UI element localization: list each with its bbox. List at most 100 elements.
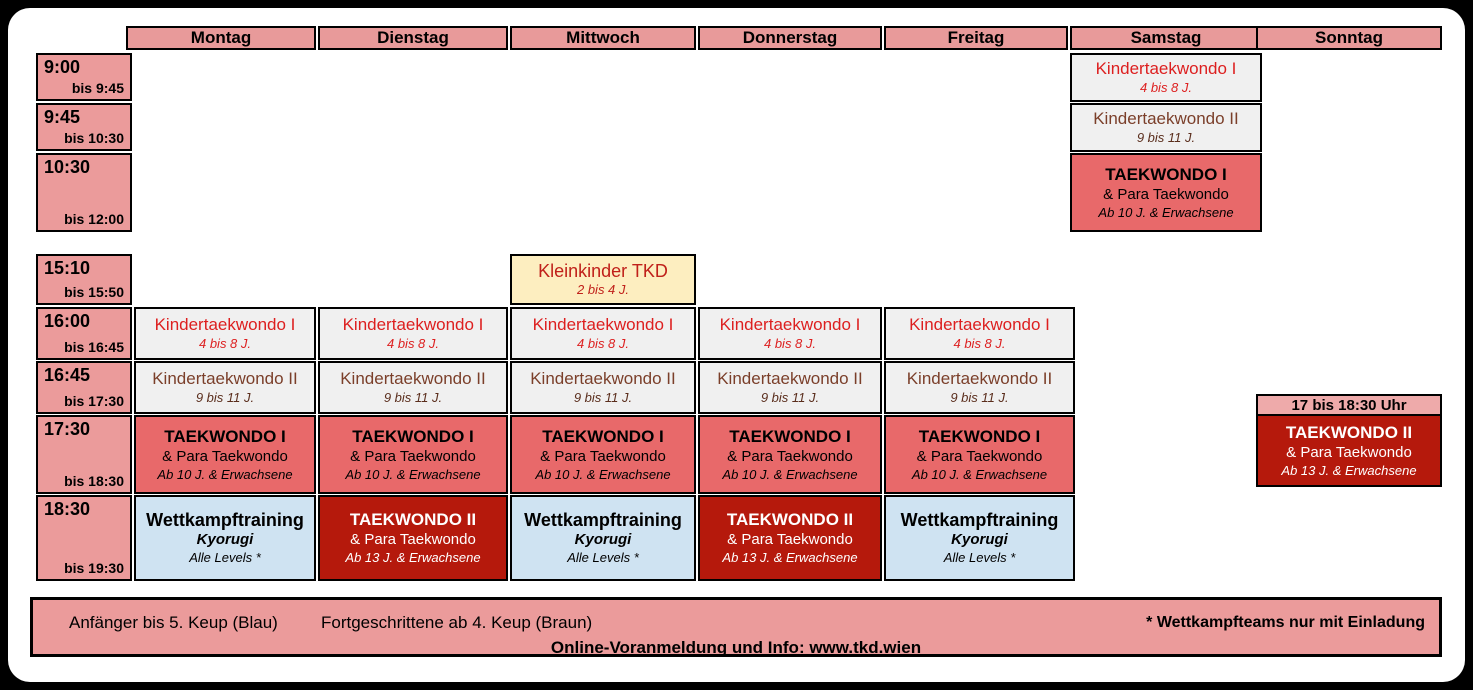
class-cell-montag-1730[interactable]: TAEKWONDO I & Para Taekwondo Ab 10 J. & … <box>134 415 316 494</box>
class-title: Kleinkinder TKD <box>538 261 668 281</box>
class-age: Ab 10 J. & Erwachsene <box>345 466 481 482</box>
class-cell-montag-1830[interactable]: Wettkampftraining Kyorugi Alle Levels * <box>134 495 316 581</box>
time-from: 16:00 <box>44 311 91 331</box>
time-to: bis 17:30 <box>64 393 124 409</box>
class-title: Kindertaekwondo I <box>719 315 861 334</box>
day-header-sonntag: Sonntag <box>1256 26 1442 50</box>
class-sub: Kyorugi <box>196 531 254 548</box>
class-sub: & Para Taekwondo <box>727 447 853 465</box>
class-age: Ab 10 J. & Erwachsene <box>535 466 671 482</box>
footer-note-right: * Wettkampfteams nur mit Einladung <box>1146 614 1425 631</box>
class-title: TAEKWONDO II <box>1285 422 1413 442</box>
day-header-label: Freitag <box>947 28 1005 47</box>
time-slot-1730: 17:30 bis 18:30 <box>36 415 132 494</box>
class-title: TAEKWONDO I <box>729 426 851 446</box>
class-cell-donnerstag-1830[interactable]: TAEKWONDO II & Para Taekwondo Ab 13 J. &… <box>698 495 882 581</box>
class-title: Wettkampftraining <box>900 510 1059 530</box>
class-age: 4 bis 8 J. <box>198 336 252 351</box>
class-sub: & Para Taekwondo <box>350 531 476 548</box>
class-sub: & Para Taekwondo <box>350 447 476 465</box>
class-age: 9 bis 11 J. <box>383 390 443 405</box>
time-from: 9:00 <box>44 57 81 77</box>
class-cell-mittwoch-1600[interactable]: Kindertaekwondo I 4 bis 8 J. <box>510 307 696 360</box>
class-title: TAEKWONDO I <box>542 426 664 446</box>
class-title: Kindertaekwondo I <box>1095 59 1237 78</box>
class-age: 2 bis 4 J. <box>576 282 630 297</box>
class-cell-dienstag-1600[interactable]: Kindertaekwondo I 4 bis 8 J. <box>318 307 508 360</box>
class-title: Kindertaekwondo II <box>152 369 298 388</box>
class-title: TAEKWONDO I <box>1105 164 1227 184</box>
class-title: TAEKWONDO I <box>164 426 286 446</box>
class-age: Alle Levels * <box>189 550 261 565</box>
class-cell-montag-1645[interactable]: Kindertaekwondo II 9 bis 11 J. <box>134 361 316 414</box>
class-age: Ab 10 J. & Erwachsene <box>911 466 1048 482</box>
class-age: Ab 10 J. & Erwachsene <box>722 466 858 482</box>
side-box-time-label: 17 bis 18:30 Uhr <box>1256 394 1442 416</box>
class-cell-mittwoch-1830[interactable]: Wettkampftraining Kyorugi Alle Levels * <box>510 495 696 581</box>
day-header-freitag: Freitag <box>884 26 1068 50</box>
time-slot-1030: 10:30 bis 12:00 <box>36 153 132 232</box>
side-info-box[interactable]: 17 bis 18:30 Uhr TAEKWONDO II & Para Tae… <box>1256 394 1442 487</box>
class-age: Alle Levels * <box>943 550 1016 565</box>
day-header-label: Samstag <box>1130 28 1202 47</box>
day-header-label: Mittwoch <box>566 28 640 47</box>
time-from: 15:10 <box>44 258 91 278</box>
class-title: TAEKWONDO I <box>918 426 1041 446</box>
class-cell-samstag-1030[interactable]: TAEKWONDO I & Para Taekwondo Ab 10 J. & … <box>1070 153 1262 232</box>
class-cell-mittwoch-1645[interactable]: Kindertaekwondo II 9 bis 11 J. <box>510 361 696 414</box>
time-slot-1830: 18:30 bis 19:30 <box>36 495 132 581</box>
class-cell-dienstag-1730[interactable]: TAEKWONDO I & Para Taekwondo Ab 10 J. & … <box>318 415 508 494</box>
class-sub: & Para Taekwondo <box>727 531 853 548</box>
class-age: 4 bis 8 J. <box>763 336 817 351</box>
class-age: 9 bis 11 J. <box>573 390 633 405</box>
legend-beginner: Anfänger bis 5. Keup (Blau) <box>69 613 278 632</box>
schedule-panel: Montag Dienstag Mittwoch Donnerstag Frei… <box>8 8 1465 682</box>
class-cell-samstag-0900[interactable]: Kindertaekwondo I 4 bis 8 J. <box>1070 53 1262 102</box>
class-age: Ab 10 J. & Erwachsene <box>1098 204 1234 220</box>
time-to: bis 18:30 <box>64 473 124 489</box>
class-cell-freitag-1830[interactable]: Wettkampftraining Kyorugi Alle Levels * <box>884 495 1075 581</box>
class-sub: Kyorugi <box>574 531 632 548</box>
class-cell-donnerstag-1600[interactable]: Kindertaekwondo I 4 bis 8 J. <box>698 307 882 360</box>
day-header-montag: Montag <box>126 26 316 50</box>
class-cell-freitag-1645[interactable]: Kindertaekwondo II 9 bis 11 J. <box>884 361 1075 414</box>
class-age: 9 bis 11 J. <box>950 390 1009 405</box>
class-title: Kindertaekwondo I <box>154 315 296 334</box>
class-title: Kindertaekwondo I <box>909 315 1050 334</box>
class-sub: Kyorugi <box>951 531 1008 548</box>
time-to: bis 12:00 <box>64 211 124 227</box>
day-header-label: Donnerstag <box>742 28 838 47</box>
class-age: 4 bis 8 J. <box>1139 80 1193 95</box>
class-sub: & Para Taekwondo <box>540 447 666 465</box>
class-age: Ab 13 J. & Erwachsene <box>1281 462 1417 478</box>
class-cell-donnerstag-1730[interactable]: TAEKWONDO I & Para Taekwondo Ab 10 J. & … <box>698 415 882 494</box>
class-age: 9 bis 11 J. <box>195 390 255 405</box>
class-cell-freitag-1600[interactable]: Kindertaekwondo I 4 bis 8 J. <box>884 307 1075 360</box>
class-age: Ab 13 J. & Erwachsene <box>722 550 858 565</box>
class-cell-dienstag-1645[interactable]: Kindertaekwondo II 9 bis 11 J. <box>318 361 508 414</box>
class-sub: & Para Taekwondo <box>916 447 1043 465</box>
time-slot-0900: 9:00 bis 9:45 <box>36 53 132 101</box>
class-age: Alle Levels * <box>567 550 639 565</box>
class-cell-montag-1600[interactable]: Kindertaekwondo I 4 bis 8 J. <box>134 307 316 360</box>
class-sub: & Para Taekwondo <box>1103 185 1229 203</box>
class-age: 9 bis 11 J. <box>760 390 820 405</box>
day-header-mittwoch: Mittwoch <box>510 26 696 50</box>
class-cell-dienstag-1830[interactable]: TAEKWONDO II & Para Taekwondo Ab 13 J. &… <box>318 495 508 581</box>
class-cell-mittwoch-1510[interactable]: Kleinkinder TKD 2 bis 4 J. <box>510 254 696 305</box>
class-age: 4 bis 8 J. <box>576 336 630 351</box>
class-title: Kindertaekwondo I <box>342 315 484 334</box>
class-age: Ab 13 J. & Erwachsene <box>345 550 481 565</box>
class-cell-donnerstag-1645[interactable]: Kindertaekwondo II 9 bis 11 J. <box>698 361 882 414</box>
class-age: 9 bis 11 J. <box>1136 130 1196 145</box>
class-age: 4 bis 8 J. <box>386 336 440 351</box>
day-header-label: Montag <box>190 28 252 47</box>
time-to: bis 15:50 <box>64 284 124 300</box>
class-cell-mittwoch-1730[interactable]: TAEKWONDO I & Para Taekwondo Ab 10 J. & … <box>510 415 696 494</box>
footer-online-info: Online-Voranmeldung und Info: www.tkd.wi… <box>550 638 922 657</box>
class-title: TAEKWONDO I <box>352 426 474 446</box>
day-header-donnerstag: Donnerstag <box>698 26 882 50</box>
class-cell-samstag-0945[interactable]: Kindertaekwondo II 9 bis 11 J. <box>1070 103 1262 152</box>
class-cell-freitag-1730[interactable]: TAEKWONDO I & Para Taekwondo Ab 10 J. & … <box>884 415 1075 494</box>
day-header-samstag: Samstag <box>1070 26 1262 50</box>
